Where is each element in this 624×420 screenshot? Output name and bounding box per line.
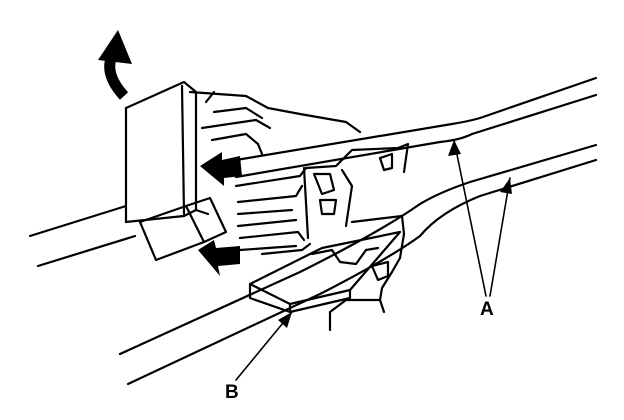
solid-arrow-icon (198, 152, 242, 276)
arrowhead-b (278, 312, 292, 328)
wire-a-upper (234, 76, 598, 179)
connector-body (188, 90, 410, 332)
callout-label-b: B (225, 382, 239, 403)
curved-up-arrow-icon (98, 30, 132, 100)
callout-label-a: A (480, 299, 494, 320)
left-cable (28, 204, 137, 268)
arrowhead-a-upper (448, 140, 461, 156)
locking-tab-b (248, 230, 402, 314)
arrowhead-a-lower (500, 178, 512, 194)
leader-line-a (453, 139, 511, 297)
wire-a-lower (118, 143, 598, 386)
retainer-tab (124, 80, 228, 262)
